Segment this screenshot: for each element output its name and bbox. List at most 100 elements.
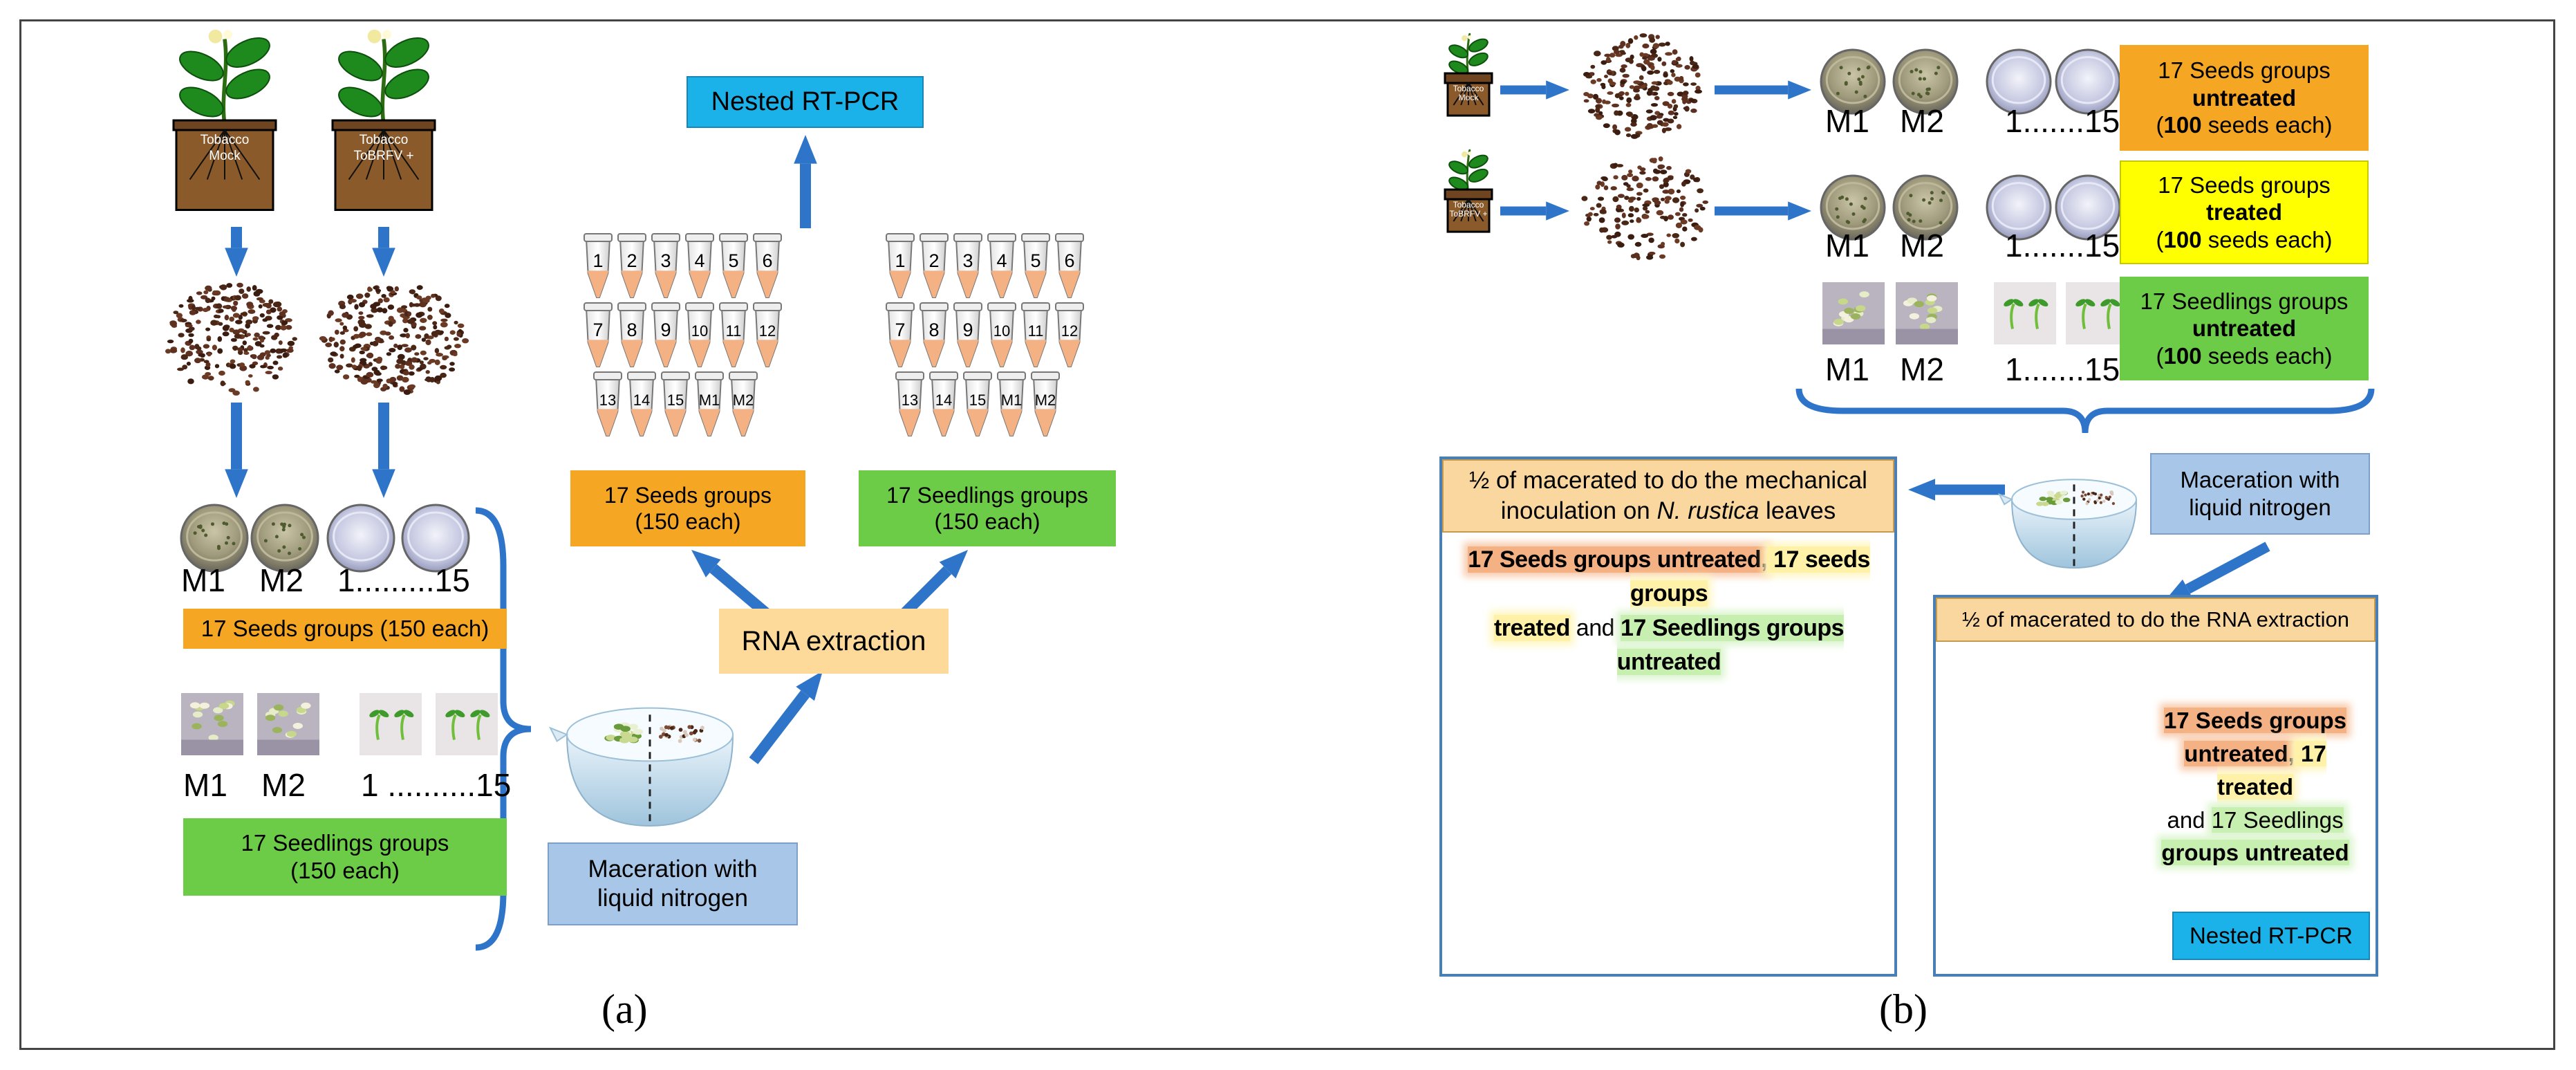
seedling-photo-m1-a: [181, 693, 243, 755]
arrow-mock-to-seeds-b: [1500, 80, 1569, 100]
label-m1-row1-b: M1: [1825, 103, 1869, 139]
dish-m1-row2-b: [1820, 174, 1886, 241]
brace-a: [475, 507, 532, 951]
svg-text:7: 7: [592, 320, 603, 340]
seedlings-groups-box-a: 17 Seedlings groups(150 each): [183, 818, 507, 896]
svg-text:13: 13: [599, 391, 616, 409]
svg-text:15: 15: [969, 391, 986, 409]
svg-text:10: 10: [993, 322, 1010, 340]
arrow-mortar-to-inoculation-b: [1908, 479, 2005, 501]
dish-1-row1-b: [1986, 48, 2052, 115]
seeds-untreated-b: [1583, 33, 1702, 139]
label-m2-seeds-a: M2: [259, 562, 304, 598]
mortar-a: [548, 707, 734, 827]
nested-rtpcr-box-a: Nested RT-PCR: [687, 76, 924, 128]
dish-1-a: [326, 504, 395, 573]
dish-m2-a: [250, 504, 319, 573]
tube-seedlings-a-6: 6: [1055, 233, 1084, 298]
plant-pot-mock-b: [1444, 33, 1493, 117]
caption-b: (b): [1879, 986, 1928, 1032]
tube-seeds-a-3: 3: [651, 233, 680, 298]
label-m1-row3-b: M1: [1825, 351, 1869, 387]
rna-header-b: ½ of macerated to do the RNA extraction: [1936, 598, 2376, 642]
svg-text:6: 6: [1064, 250, 1074, 271]
tube-seedlings-a-10: 10: [987, 302, 1016, 367]
label-range-row3-b: 1.......15: [2005, 351, 2120, 387]
tube-seedlings-a-7: 7: [886, 302, 915, 367]
tube-seedlings-a-13: 13: [895, 371, 924, 436]
tube-seedlings-a-12: 12: [1055, 302, 1084, 367]
seeds-treated-b: [1581, 156, 1708, 261]
dish-1-row2-b: [1986, 174, 2052, 241]
tube-seedlings-a-M1: M1: [997, 371, 1026, 436]
dish-15-row1-b: [2055, 48, 2121, 115]
svg-text:5: 5: [1030, 250, 1040, 271]
arrow-to-nested-a: [794, 135, 817, 228]
svg-text:14: 14: [633, 391, 650, 409]
arrow-maceration-to-rna-b: [2164, 542, 2270, 602]
arrow-seeds-to-dish-mock-a: [225, 403, 248, 498]
label-range-seeds-a: 1.........15: [337, 562, 470, 598]
label-range-row2-b: 1.......15: [2005, 228, 2120, 264]
tube-seeds-box-a: 17 Seeds groups(150 each): [570, 470, 805, 546]
svg-text:10: 10: [691, 322, 708, 340]
tube-seeds-a-M2: M2: [729, 371, 758, 436]
tube-seedlings-box-a: 17 Seedlings groups(150 each): [859, 470, 1116, 546]
svg-text:3: 3: [962, 250, 973, 271]
svg-text:8: 8: [626, 320, 637, 340]
brace-b: [1795, 388, 2375, 434]
dish-15-a: [401, 504, 470, 573]
label-m2-row2-b: M2: [1900, 228, 1944, 264]
plant-pot-tobrfv-b: [1444, 149, 1493, 233]
dish-m1-a: [180, 504, 249, 573]
arrow-mortar-to-rna-a: [749, 671, 823, 764]
svg-text:6: 6: [762, 250, 772, 271]
seeds-groups-box-a: 17 Seeds groups (150 each): [183, 609, 507, 649]
inoculation-header-b: ½ of macerated to do the mechanical inoc…: [1442, 459, 1894, 533]
svg-text:11: 11: [726, 322, 742, 340]
tube-seedlings-a-15: 15: [963, 371, 992, 436]
tube-seeds-a-2: 2: [617, 233, 646, 298]
label-m1-row2-b: M1: [1825, 228, 1869, 264]
arrow-seeds-to-dish-row1-b: [1715, 80, 1811, 100]
dish-15-row2-b: [2055, 174, 2121, 241]
seedling-photo-15-b: [2066, 282, 2128, 344]
svg-text:M2: M2: [1035, 391, 1056, 409]
tube-seeds-a-10: 10: [685, 302, 714, 367]
seeds-mock-a: [165, 282, 297, 396]
plant-pot-mock-a: [172, 29, 277, 211]
svg-text:2: 2: [928, 250, 939, 271]
plant-pot-tobrfv-a: [331, 29, 436, 211]
rna-description-b: 17 Seeds groups untreated, 17 treated an…: [2161, 708, 2349, 866]
svg-text:12: 12: [1061, 322, 1078, 340]
label-range-row1-b: 1.......15: [2005, 103, 2120, 139]
svg-text:14: 14: [935, 391, 952, 409]
svg-text:M1: M1: [1001, 391, 1023, 409]
mortar-b: [1997, 479, 2138, 569]
dish-m2-row2-b: [1892, 174, 1959, 241]
label-m2-row3-b: M2: [1900, 351, 1944, 387]
tube-seeds-a-12: 12: [753, 302, 782, 367]
figure-border: [19, 19, 2555, 1050]
seedling-photo-1-b: [1994, 282, 2056, 344]
tube-seeds-a-13: 13: [593, 371, 622, 436]
arrow-seeds-to-dish-tobrfv-a: [372, 403, 395, 498]
tube-seedlings-a-2: 2: [920, 233, 949, 298]
nested-rtpcr-box-b: Nested RT-PCR: [2172, 912, 2370, 960]
seedling-photo-m1-b: [1822, 282, 1885, 344]
tube-seedlings-a-9: 9: [953, 302, 982, 367]
svg-text:1: 1: [895, 250, 905, 271]
tube-seedlings-a-14: 14: [929, 371, 958, 436]
arrow-tobrfv-to-seeds-b: [1500, 201, 1569, 221]
dish-m2-row1-b: [1892, 48, 1959, 115]
seedling-photo-m2-b: [1896, 282, 1958, 344]
tube-seedlings-a-1: 1: [886, 233, 915, 298]
tube-seeds-a-15: 15: [661, 371, 690, 436]
tube-seeds-a-5: 5: [719, 233, 748, 298]
svg-text:5: 5: [728, 250, 738, 271]
label-range-seedlings-a: 1 ..........15: [361, 767, 512, 803]
